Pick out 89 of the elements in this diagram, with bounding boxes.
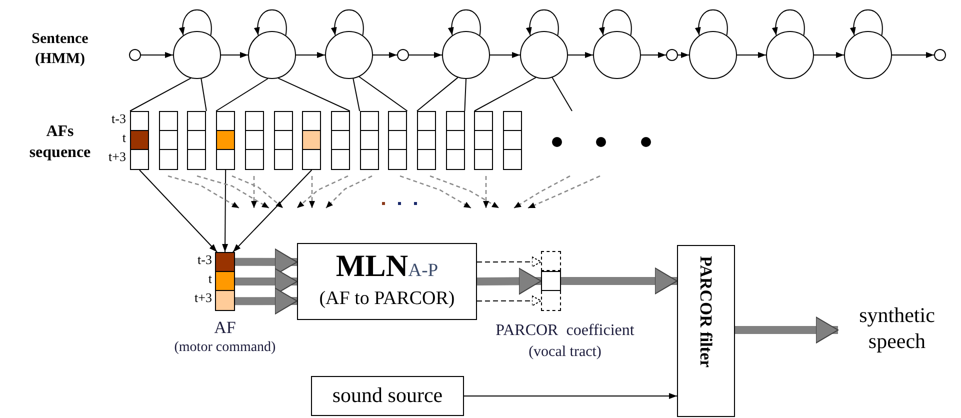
- arrow: [640, 52, 666, 58]
- connector-line: [352, 78, 360, 112]
- state-circle: [844, 31, 892, 79]
- caption-text: PARCOR coefficient: [494, 322, 636, 340]
- row-label: Sentence (HMM): [30, 30, 90, 68]
- network-subtitle: (AF to PARCOR): [318, 288, 456, 310]
- arrow: [464, 393, 678, 400]
- connector-line: [278, 78, 350, 112]
- frame-column: [244, 111, 264, 170]
- coefficient-stack: [541, 251, 561, 311]
- state-circle: [593, 31, 641, 79]
- frame-column: [302, 111, 322, 170]
- junction-circle: [666, 49, 678, 61]
- caption-text: (vocal tract): [528, 344, 602, 362]
- connector-line: [200, 78, 207, 112]
- time-label: t+3: [194, 291, 212, 306]
- arrow: [772, 9, 805, 36]
- time-label: t+3: [108, 150, 126, 164]
- source-box: [311, 376, 464, 416]
- arrow: [736, 52, 766, 58]
- arrow: [332, 9, 364, 36]
- arrow: [254, 9, 287, 36]
- state-circle: [520, 31, 568, 79]
- arrow: [892, 52, 934, 58]
- junction-circle: [129, 49, 141, 61]
- arrow: [296, 52, 326, 58]
- junction-circle: [397, 49, 409, 61]
- time-label: t: [207, 272, 212, 287]
- time-label: t: [121, 131, 126, 146]
- arrow: [490, 52, 520, 58]
- caption-text: (motor command): [173, 340, 277, 356]
- frame-column: [130, 111, 149, 170]
- frame-column: [330, 111, 350, 170]
- arrow: [678, 52, 690, 58]
- arrow: [568, 52, 594, 58]
- frame-column: [187, 111, 206, 170]
- frame-column: [446, 111, 465, 170]
- filter-box: [677, 245, 735, 417]
- row-label: AFs sequence: [28, 122, 92, 163]
- connector-line: [416, 77, 458, 112]
- block-arrow: [476, 268, 542, 295]
- state-circle: [173, 31, 221, 79]
- connector-line: [464, 78, 466, 112]
- junction-circle: [934, 49, 946, 61]
- frame-column: [503, 111, 522, 170]
- frame-column: [388, 111, 408, 170]
- connector-line: [474, 77, 536, 112]
- frame-column: [274, 111, 292, 170]
- box-label: sound source: [331, 383, 444, 408]
- state-circle: [766, 31, 814, 79]
- frame-column: [417, 111, 436, 170]
- arrow: [139, 170, 218, 252]
- arrow: [408, 52, 442, 58]
- arrow: [372, 52, 398, 58]
- arrow: [448, 9, 481, 36]
- state-circle: [325, 31, 373, 79]
- state-circle: [248, 31, 296, 79]
- connector-line: [216, 78, 268, 112]
- arrow: [696, 9, 728, 36]
- block-arrow: [561, 267, 678, 294]
- caption-text: AF: [213, 318, 237, 338]
- connector-line: [358, 76, 408, 112]
- feature-stack: [215, 252, 235, 311]
- arrow: [222, 170, 228, 252]
- block-arrow: [235, 288, 298, 315]
- dashed-arrow: [476, 295, 542, 306]
- arrow: [814, 52, 844, 58]
- time-label: t-3: [196, 253, 212, 268]
- network-box: [297, 243, 477, 320]
- connector-line: [552, 77, 572, 112]
- arrow: [220, 52, 248, 58]
- arrow: [850, 9, 883, 36]
- frame-column: [216, 111, 236, 170]
- state-circle: [689, 31, 737, 79]
- output-text: synthetic speech: [858, 302, 936, 354]
- arrow: [600, 9, 632, 36]
- arrow: [140, 52, 174, 58]
- dashed-arrow: [476, 256, 542, 268]
- arrow: [232, 170, 312, 252]
- time-label: t-3: [110, 112, 126, 126]
- arrow: [180, 9, 212, 36]
- filter-label: PARCOR filter: [696, 256, 716, 368]
- arrow: [526, 9, 559, 36]
- frame-column: [360, 111, 379, 170]
- connector-line: [130, 78, 192, 112]
- frame-column: [474, 111, 494, 170]
- block-arrow: [735, 316, 838, 344]
- state-circle: [442, 31, 490, 79]
- frame-column: [158, 111, 178, 170]
